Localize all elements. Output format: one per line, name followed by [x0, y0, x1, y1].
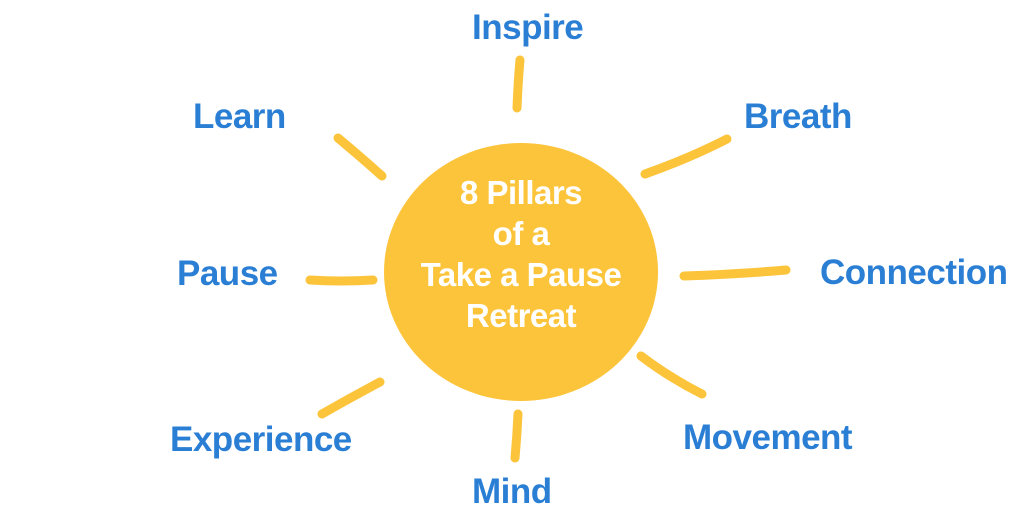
pillar-mind: Mind — [472, 472, 552, 511]
ray-learn — [333, 133, 387, 181]
ray-mind — [510, 409, 523, 463]
ray-connection — [679, 265, 791, 281]
ray-experience — [317, 377, 385, 419]
pillar-movement: Movement — [683, 418, 853, 457]
pillar-connection: Connection — [820, 253, 1008, 292]
center-title-line: Take a Pause — [420, 256, 622, 293]
ray-pause — [305, 275, 378, 286]
center-title-line: 8 Pillars — [459, 174, 583, 211]
pillar-learn: Learn — [193, 97, 286, 136]
pillar-inspire: Inspire — [472, 8, 584, 47]
sun-circle — [384, 143, 658, 401]
ray-breath — [640, 134, 732, 179]
pillar-pause: Pause — [177, 254, 278, 293]
center-title-line: of a — [492, 215, 550, 252]
pillar-experience: Experience — [170, 420, 352, 459]
pillar-breath: Breath — [744, 97, 852, 136]
ray-movement — [636, 351, 707, 399]
center-title: 8 Pillars of a Take a Pause Retreat — [384, 172, 658, 336]
center-title-line: Retreat — [465, 297, 577, 334]
ray-inspire — [512, 55, 525, 113]
